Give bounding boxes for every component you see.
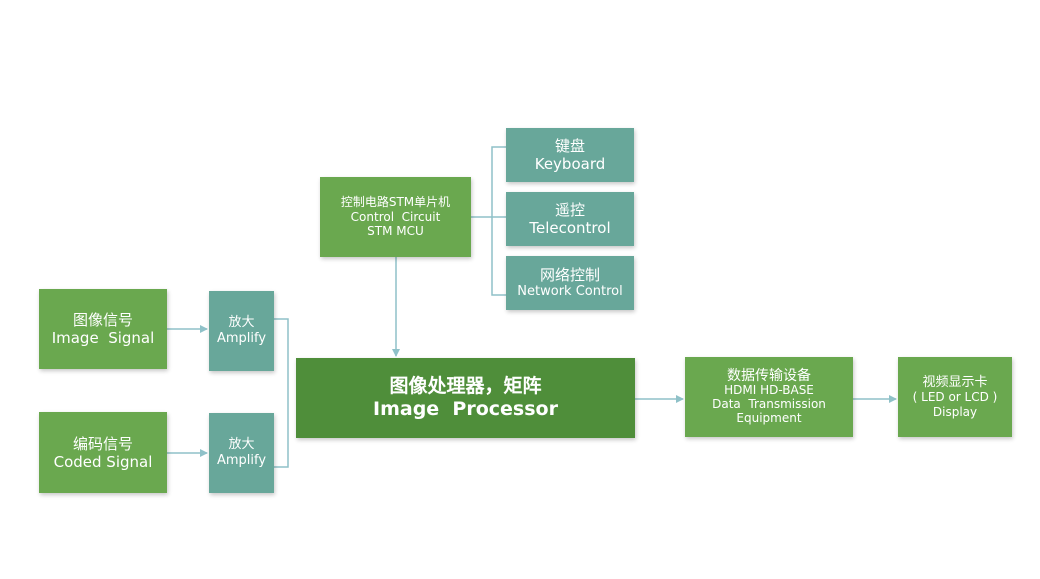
keyboard-en: Keyboard <box>534 155 606 173</box>
coded-signal-en: Coded Signal <box>53 452 153 471</box>
telecontrol-box: 遥控 Telecontrol <box>506 192 634 246</box>
data-transmission-en3: Equipment <box>736 410 802 425</box>
image-signal-box: 图像信号 Image Signal <box>39 289 167 369</box>
network-control-en: Network Control <box>517 284 623 300</box>
data-transmission-box: 数据传输设备 HDMI HD-BASE Data Transmission Eq… <box>685 357 853 437</box>
network-control-zh: 网络控制 <box>539 266 600 285</box>
amplify-top-en: Amplify <box>216 331 267 346</box>
bracket-amplifiers <box>274 318 289 468</box>
image-processor-zh: 图像处理器，矩阵 <box>389 375 542 398</box>
coded-signal-zh: 编码信号 <box>72 434 133 453</box>
telecontrol-en: Telecontrol <box>529 219 611 237</box>
amplify-bottom-box: 放大 Amplify <box>209 413 274 493</box>
display-card-en2: Display <box>932 404 978 419</box>
image-processor-box: 图像处理器，矩阵 Image Processor <box>296 358 635 438</box>
keyboard-zh: 键盘 <box>554 137 585 155</box>
image-signal-en: Image Signal <box>51 329 155 347</box>
data-transmission-zh: 数据传输设备 <box>727 368 811 385</box>
image-signal-zh: 图像信号 <box>72 311 133 329</box>
amplify-bottom-en: Amplify <box>216 453 267 468</box>
amplify-top-zh: 放大 <box>228 315 255 331</box>
control-circuit-en: Control Circuit <box>350 209 441 224</box>
data-transmission-en: HDMI HD-BASE <box>724 383 814 398</box>
telecontrol-zh: 遥控 <box>554 201 585 219</box>
control-circuit-box: 控制电路STM单片机 Control Circuit STM MCU <box>320 177 471 257</box>
amplify-bottom-zh: 放大 <box>228 437 255 453</box>
display-card-en: ( LED or LCD ) <box>912 390 998 405</box>
control-circuit-en2: STM MCU <box>367 224 424 239</box>
data-transmission-en2: Data Transmission <box>712 397 826 412</box>
amplify-top-box: 放大 Amplify <box>209 291 274 371</box>
display-card-box: 视频显示卡 ( LED or LCD ) Display <box>898 357 1012 437</box>
coded-signal-box: 编码信号 Coded Signal <box>39 412 167 493</box>
display-card-zh: 视频显示卡 <box>922 374 988 390</box>
keyboard-box: 键盘 Keyboard <box>506 128 634 182</box>
bracket-control-inputs <box>491 146 506 296</box>
image-processor-en: Image Processor <box>373 398 558 420</box>
network-control-box: 网络控制 Network Control <box>506 256 634 310</box>
control-circuit-zh: 控制电路STM单片机 <box>340 195 451 210</box>
